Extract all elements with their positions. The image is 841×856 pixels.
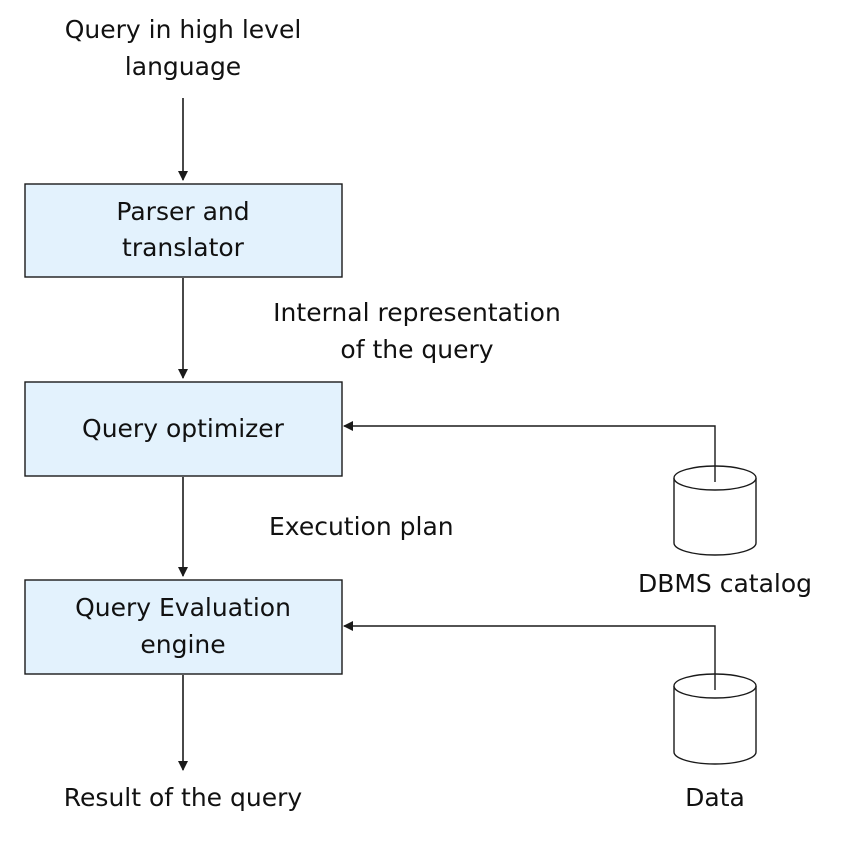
result-label: Result of the query bbox=[64, 783, 303, 812]
parser-label-line1: Parser and bbox=[116, 197, 249, 226]
execution-plan-label: Execution plan bbox=[269, 512, 454, 541]
input-label-line2: language bbox=[125, 52, 241, 81]
arrow-data-to-evaluation bbox=[343, 621, 716, 690]
parser-label-line2: translator bbox=[122, 233, 245, 262]
evaluation-label-line1: Query Evaluation bbox=[75, 593, 291, 622]
dbms-catalog-label: DBMS catalog bbox=[638, 569, 812, 598]
optimizer-label: Query optimizer bbox=[82, 414, 285, 443]
internal-representation-label-line2: of the query bbox=[340, 335, 493, 364]
internal-representation-label-line1: Internal representation bbox=[273, 298, 561, 327]
dbms-catalog-cylinder bbox=[673, 465, 757, 556]
data-label: Data bbox=[685, 783, 745, 812]
evaluation-label-line2: engine bbox=[140, 630, 225, 659]
data-cylinder bbox=[673, 673, 757, 765]
query-evaluation-engine-box: Query Evaluation engine bbox=[24, 579, 343, 675]
query-optimizer-box: Query optimizer bbox=[24, 381, 343, 477]
parser-translator-box: Parser and translator bbox=[24, 183, 343, 278]
arrow-catalog-to-optimizer bbox=[343, 421, 716, 482]
input-label-line1: Query in high level bbox=[65, 15, 302, 44]
